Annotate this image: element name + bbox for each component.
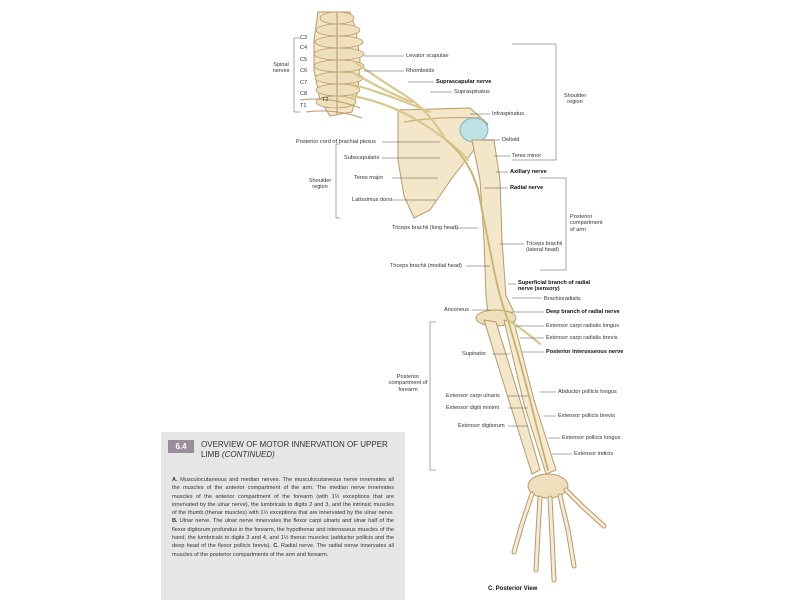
body-c-label: C. (273, 543, 279, 550)
levator-scapulae-label: Levator scapulae (406, 53, 449, 59)
panel-title-text: Overview of Motor Innervation of Upper L… (201, 440, 388, 459)
radial-nerve-label: Radial nerve (510, 185, 544, 191)
triceps-long-label: Triceps brachii (long head) (392, 225, 459, 231)
spinal-level-c3: C3 (300, 35, 308, 41)
suprascapular-nerve-label: Suprascapular nerve (436, 79, 492, 85)
spinal-level-t1: T1 (300, 103, 307, 109)
ecr-brevis-label: Extensor carpi radialis brevis (546, 335, 618, 341)
posterior-cord-label: Posterior cord of brachial plexus (296, 139, 376, 145)
panel-subtitle: (continued) (221, 449, 275, 459)
extensor-carpi-ulnaris-label: Extensor carpi ulnaris (446, 393, 500, 399)
abductor-pollicis-longus-label: Abductor pollicis longus (558, 389, 617, 395)
figure-number-badge: 6.4 (168, 440, 194, 453)
rhomboids-label: Rhomboids (406, 68, 435, 74)
triceps-medial-label: Triceps brachii (medial head) (390, 263, 462, 269)
posterior-interosseous-label: Posterior interosseous nerve (546, 349, 624, 355)
spinal-level-c5: C5 (300, 57, 308, 63)
extensor-indicis-label: Extensor indicis (574, 451, 614, 457)
subscapularis-label: Subscapularis (344, 155, 380, 161)
extensor-pollicis-longus-label: Extensor pollicis longus (562, 435, 621, 441)
infraspinatus-label: Infraspinatus (492, 111, 525, 117)
view-caption: C. Posterior View (488, 586, 538, 592)
body-c-text: Radial nerve. The radial nerve innervate… (172, 543, 394, 558)
supinator-label: Supinator (462, 351, 486, 357)
extensor-digiti-minimi-label: Extensor digiti minimi (446, 405, 499, 411)
body-a-label: A. (172, 477, 178, 483)
posterior-compartment-forearm-label: Posterior compartment of forearm (388, 374, 428, 393)
spinal-level-t2: T2 (322, 97, 329, 103)
deep-branch-label: Deep branch of radial nerve (546, 309, 620, 315)
teres-minor-label: Teres minor (512, 153, 542, 159)
brachioradialis-label: Brachioradialis (544, 296, 581, 302)
body-a-text: Musculocutaneous and median nerves. The … (172, 477, 394, 517)
anconeus-label: Anconeus (444, 307, 469, 313)
superficial-branch-label: Superficial branch of radial nerve (sens… (518, 280, 591, 293)
spinal-nerves-label: Spinal nerves (272, 62, 290, 75)
shoulder-joint (459, 117, 489, 143)
body-b-text: Ulnar nerve. The ulnar nerve innervates … (172, 518, 394, 550)
cervical-spine (313, 11, 365, 117)
leader-lines (293, 37, 572, 471)
spinal-level-c6: C6 (300, 68, 308, 74)
ecr-longus-label: Extensor carpi radialis longus (546, 323, 620, 329)
supraspinatus-label: Supraspinatus (454, 89, 490, 95)
caption-panel: 6.4 Overview of Motor Innervation of Upp… (161, 432, 405, 600)
latissimus-dorsi-label: Latissimus dorsi (352, 197, 393, 203)
spinal-level-c8: C8 (300, 91, 308, 97)
axillary-nerve-label: Axillary nerve (510, 169, 547, 175)
deltoid-label: Deltoid (502, 137, 520, 143)
triceps-lateral-label: Triceps brachii (lateral head) (526, 241, 563, 254)
humerus (471, 139, 515, 315)
posterior-compartment-arm-label: Posterior compartment of arm (570, 214, 603, 233)
shoulder-region-left-label: Shoulder region (308, 178, 332, 191)
spinal-level-c7: C7 (300, 80, 308, 86)
ulna (483, 319, 541, 475)
spinal-level-c4: C4 (300, 45, 308, 51)
body-b-label: B. (172, 518, 178, 525)
shoulder-region-right-label: Shoulder region (563, 93, 587, 106)
teres-major-label: Teres major (354, 175, 384, 181)
extensor-digitorum-label: Extensor digitorum (458, 423, 505, 429)
panel-body: A. Musculocutaneous and median nerves. T… (172, 476, 394, 559)
extensor-pollicis-brevis-label: Extensor pollicis brevis (558, 413, 615, 419)
panel-title: Overview of Motor Innervation of Upper L… (201, 440, 397, 459)
